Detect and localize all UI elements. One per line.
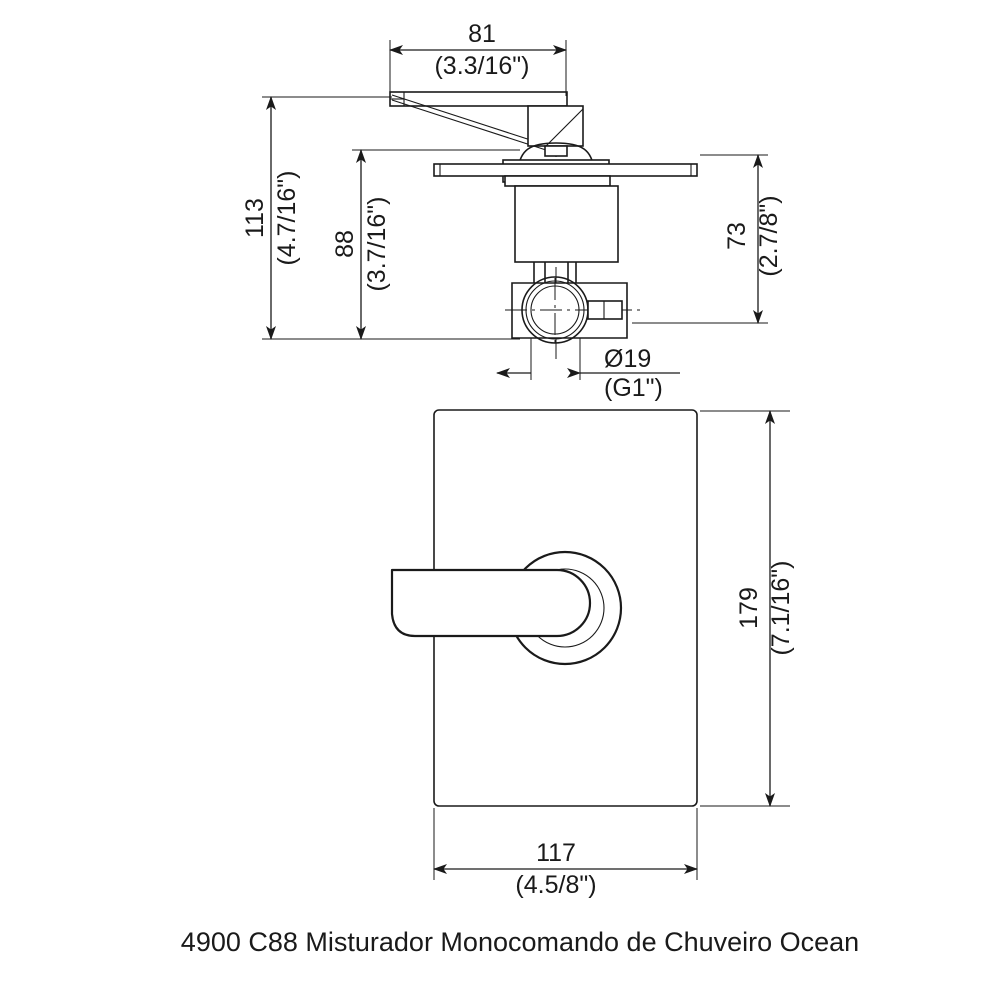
dimension-height-body: 88 (3.7/16") (331, 149, 520, 340)
lever-taper-upper (391, 94, 547, 146)
dimension-plate-height: 179 (7.1/16") (700, 410, 795, 807)
dimension-height-overall: 113 (4.7/16") (241, 96, 520, 340)
lever-handle-side (389, 91, 568, 151)
dim81-imperial-label: (3.3/16") (434, 52, 529, 80)
dim88-metric-label: 88 (331, 230, 359, 258)
dim19-metric-label: Ø19 (604, 345, 651, 373)
dimension-width-top: 81 (3.3/16") (389, 20, 567, 96)
valve-body-cylinder (514, 185, 619, 263)
handle-hub (527, 105, 584, 157)
dimension-plate-width: 117 (4.5/8") (433, 808, 698, 899)
nipple-body (587, 300, 623, 320)
dim81-metric-label: 81 (468, 20, 496, 48)
dim113-metric-label: 113 (241, 198, 269, 238)
dim179-imperial-label: (7.1/16") (767, 560, 795, 655)
side-section-view (389, 91, 698, 380)
dimension-bore-diameter: Ø19 (G1") (496, 345, 680, 402)
drawing-caption: 4900 C88 Misturador Monocomando de Chuve… (181, 927, 859, 957)
dim113-imperial-label: (4.7/16") (273, 170, 301, 265)
dim117-imperial-label: (4.5/8") (515, 871, 596, 899)
lever-bar (389, 91, 568, 107)
spout-nipple (587, 300, 623, 320)
dim117-metric-label: 117 (536, 839, 576, 867)
dim73-imperial-label: (2.7/8") (755, 195, 783, 276)
dome-cap (517, 142, 595, 171)
backing-plate (504, 175, 611, 187)
stem-collar (544, 145, 568, 157)
front-elevation-view (390, 409, 698, 807)
hub-block (527, 105, 584, 147)
lever-taper-lower (391, 99, 547, 151)
dim179-metric-label: 179 (735, 587, 763, 629)
dim19-imperial-label: (G1") (604, 374, 663, 402)
flange-plate (433, 163, 698, 177)
flange-bar (433, 163, 698, 177)
dimension-height-right: 73 (2.7/8") (632, 154, 783, 324)
hub-diagonal (545, 108, 584, 147)
dim88-imperial-label: (3.7/16") (363, 196, 391, 291)
lever-handle-front (390, 568, 592, 638)
dim73-metric-label: 73 (723, 222, 751, 250)
